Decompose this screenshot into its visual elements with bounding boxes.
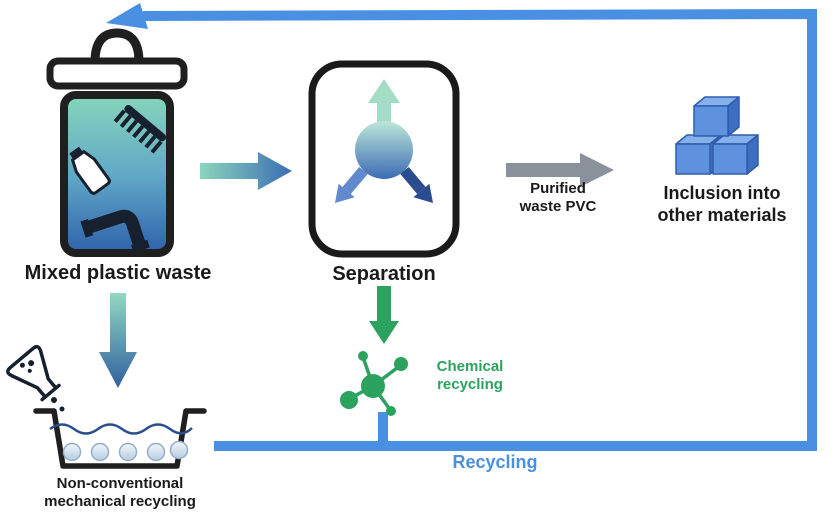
- inclusion-label-line1: Inclusion into: [663, 183, 781, 203]
- recycling-loop-arrowhead-icon: [106, 3, 148, 29]
- purified-label-line1: Purified: [530, 180, 586, 197]
- flask-icon: [6, 344, 61, 402]
- purified-waste-pvc-label: Purified waste PVC: [498, 180, 618, 217]
- molecule-icon: [340, 351, 408, 416]
- pipe-icon: [80, 209, 150, 253]
- pellet: [118, 442, 138, 462]
- tub-outline: [33, 408, 207, 469]
- water-wave: [49, 423, 193, 435]
- pellet: [169, 440, 189, 460]
- pellet: [62, 442, 82, 462]
- bin-handle: [90, 28, 144, 67]
- arrow-waste-to-mechanical: [99, 293, 137, 388]
- nonconv-label-line2: mechanical recycling: [44, 493, 196, 511]
- separation-left-arrowhead: [335, 183, 355, 203]
- chemical-label-line1: Chemical: [436, 358, 504, 375]
- chemical-label-line2: recycling: [437, 376, 503, 394]
- purified-label-line2: waste PVC: [519, 198, 597, 216]
- recycling-loop-path: [142, 8, 817, 451]
- bin-body: [60, 91, 174, 257]
- mixed-plastic-waste-label: Mixed plastic waste: [24, 262, 212, 284]
- separation-label: Separation: [332, 263, 436, 285]
- separation-right-arrowhead: [413, 183, 433, 203]
- cubes-icon: [675, 96, 759, 175]
- arrow-separation-to-chemical: [369, 286, 399, 344]
- flask-drop: [59, 406, 65, 412]
- separation-right-arrow: [400, 166, 426, 195]
- pellet: [90, 442, 110, 462]
- chemical-recycling-label: Chemical recycling: [412, 358, 528, 395]
- flask-drop: [51, 397, 57, 403]
- recycling-label: Recycling: [452, 452, 538, 472]
- inclusion-label: Inclusion into other materials: [620, 183, 824, 227]
- separation-splitter-icon: [308, 60, 460, 258]
- separation-left-arrow: [342, 166, 368, 195]
- separation-circle: [355, 121, 413, 179]
- pellet: [146, 442, 166, 462]
- bin-lid: [46, 57, 188, 90]
- non-conventional-label: Non-conventional mechanical recycling: [2, 475, 238, 512]
- bottle-icon: [69, 146, 111, 195]
- comb-icon: [113, 105, 167, 154]
- arrow-purified-pvc: [506, 153, 614, 187]
- inclusion-label-line2: other materials: [657, 204, 787, 225]
- trash-bin-icon: [46, 28, 188, 257]
- separation-up-arrow: [368, 79, 400, 124]
- arrow-waste-to-separation: [200, 152, 292, 190]
- nonconv-label-line1: Non-conventional: [56, 475, 184, 492]
- recycling-loop-arrow: [106, 3, 817, 451]
- tub-icon: [33, 408, 207, 469]
